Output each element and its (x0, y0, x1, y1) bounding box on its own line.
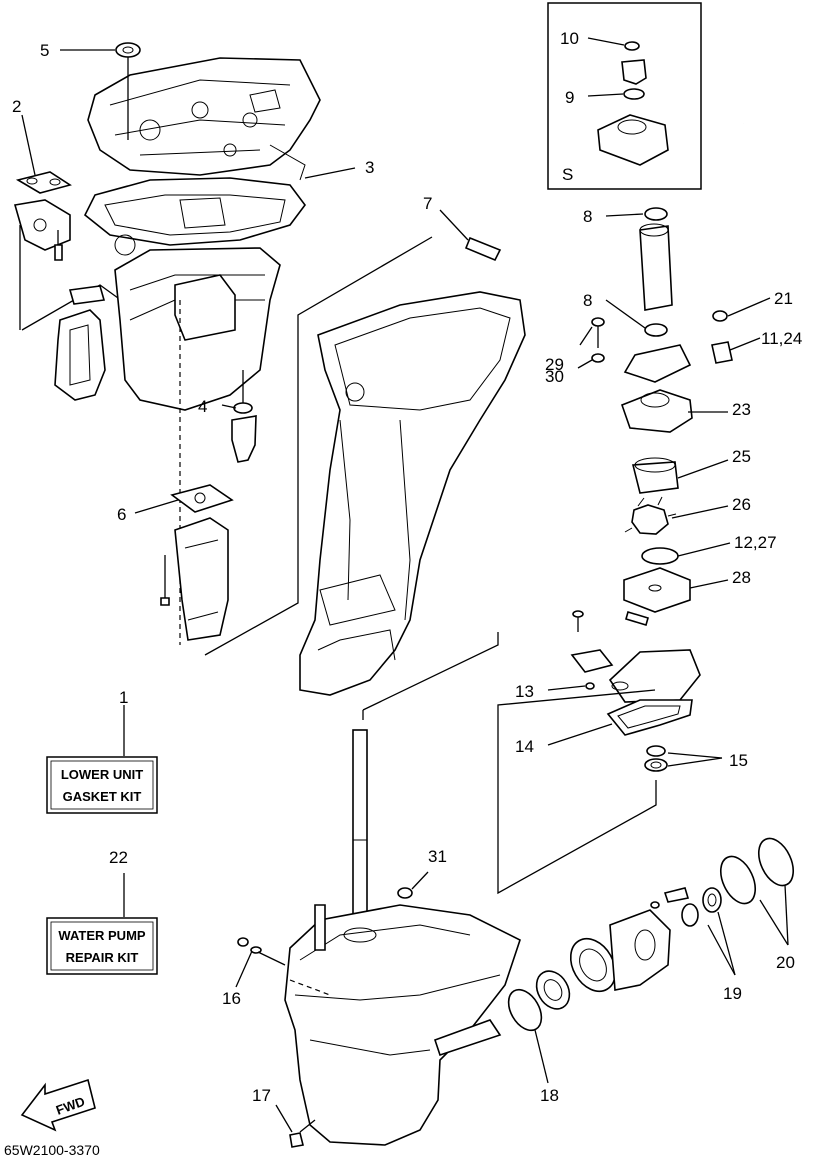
driveshaft-housing (299, 291, 526, 696)
kit-box-water-pump: WATER PUMP REPAIR KIT (46, 917, 158, 975)
callout-23: 23 (732, 400, 751, 419)
callout-11-24: 11,24 (761, 329, 802, 348)
lower-case (284, 904, 521, 1146)
callout-6: 6 (117, 505, 126, 524)
part-19-seals (650, 887, 722, 927)
part-18-o-ring (507, 988, 543, 1032)
callout-31: 31 (428, 847, 447, 866)
callout-30: 30 (545, 367, 564, 386)
part-28-outer-plate (623, 567, 691, 613)
callout-8-upper: 8 (583, 207, 592, 226)
part-5-washer (115, 42, 141, 140)
callout-25: 25 (732, 447, 751, 466)
kit-box-lower-unit: LOWER UNIT GASKET KIT (46, 756, 158, 814)
propeller-shaft-housing (569, 909, 671, 993)
callout-1: 1 (119, 688, 128, 707)
callout-14: 14 (515, 737, 534, 756)
callout-7: 7 (423, 194, 432, 213)
kit-lower-line2: GASKET KIT (63, 789, 142, 804)
callout-28: 28 (732, 568, 751, 587)
callout-17: 17 (252, 1086, 271, 1105)
callout-18: 18 (540, 1086, 559, 1105)
callout-5: 5 (40, 41, 49, 60)
part-30-washer (591, 353, 605, 363)
bracket-left (13, 199, 71, 261)
pump-base-plate (608, 649, 701, 703)
exhaust-tube (160, 517, 229, 641)
callout-16: 16 (222, 989, 241, 1008)
leader-lines (21, 37, 789, 1133)
callout-13: 13 (515, 682, 534, 701)
callout-2: 2 (12, 97, 21, 116)
kit-pump-line2: REPAIR KIT (66, 950, 139, 965)
drive-shaft (352, 729, 368, 936)
upper-casing (87, 57, 321, 176)
callout-22: 22 (109, 848, 128, 867)
part-14-gasket (606, 699, 693, 736)
part-13-pin (585, 682, 595, 690)
callout-10: 10 (560, 29, 579, 48)
part-2-gasket (15, 171, 72, 194)
part-17-screw (289, 1119, 316, 1148)
water-tube-right (639, 207, 673, 337)
part-25-insert-cartridge (631, 457, 679, 494)
callout-12-27: 12,27 (734, 533, 777, 552)
callout-8-lower: 8 (583, 291, 592, 310)
bearing (535, 970, 571, 1010)
part-6-gasket (170, 484, 234, 513)
kit-pump-line1: WATER PUMP (58, 928, 145, 943)
part-12-27-o-ring (641, 547, 679, 565)
callout-15: 15 (729, 751, 748, 770)
small-bolt (570, 610, 614, 673)
part-31-plug (397, 887, 413, 899)
exhaust-guide (114, 247, 281, 645)
part-23-pump-housing (620, 389, 693, 433)
callout-numbers: 5 2 3 4 6 7 8 8 10 9 S 21 11,24 29 30 23… (12, 29, 802, 1105)
callout-19: 19 (723, 984, 742, 1003)
rubber-sleeve (231, 415, 257, 463)
callout-4: 4 (198, 397, 207, 416)
part-15-grommets (644, 745, 668, 772)
part-26-impeller (624, 496, 677, 535)
callout-29: 29 (545, 355, 564, 374)
callout-20: 20 (776, 953, 795, 972)
fwd-arrow-icon: FWD (20, 1078, 96, 1132)
part-7-plate (464, 236, 502, 262)
part-20-o-rings (719, 837, 795, 905)
part-3-gasket (83, 144, 306, 256)
inset-service-box (547, 2, 702, 190)
part-29-bolt (591, 317, 605, 348)
pump-bracket (623, 344, 692, 383)
callout-21: 21 (774, 289, 793, 308)
inset-service-label: S (562, 165, 573, 184)
kit-lower-line1: LOWER UNIT (61, 767, 143, 782)
part-16-bolt (237, 937, 286, 966)
water-tube-left (54, 285, 106, 401)
callout-9: 9 (565, 88, 574, 107)
callout-26: 26 (732, 495, 751, 514)
key-clip (625, 611, 649, 626)
drawing-code: 65W2100-3370 (4, 1142, 100, 1158)
water-pipe (710, 122, 750, 364)
callout-3: 3 (365, 158, 374, 177)
